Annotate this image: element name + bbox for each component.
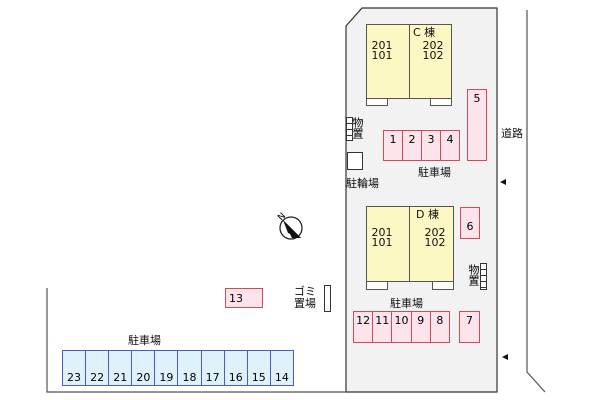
parking-space: 16 (225, 351, 248, 385)
storage-shed (346, 117, 353, 141)
parking-space: 2 (403, 131, 422, 160)
parking-space: 20 (132, 351, 156, 385)
balcony (366, 98, 388, 106)
parking-space: 12 (354, 312, 374, 342)
entrance-arrow-icon (502, 354, 508, 360)
parking-label: 駐車場 (128, 334, 161, 347)
parking-space: 9 (412, 312, 431, 342)
parking-space: 11 (373, 312, 393, 342)
boundary-line (46, 288, 346, 393)
road-label: 道路 (501, 127, 523, 140)
parking-space: 19 (155, 351, 179, 385)
parking-space: 22 (86, 351, 110, 385)
compass-label: N (276, 211, 288, 223)
parking-space: 14 (274, 371, 289, 384)
garbage-area (324, 285, 331, 312)
parking-space-7: 7 (459, 311, 480, 343)
parking-label: 駐車場 (418, 166, 451, 179)
building-c-name: C 棟 (413, 26, 436, 39)
storage-shed (480, 263, 487, 290)
parking-space: 10 (392, 312, 412, 342)
parking-space: 8 (436, 314, 444, 327)
parking-space: 21 (109, 351, 133, 385)
bicycle-parking (347, 152, 363, 170)
balcony (430, 98, 452, 106)
parking-space-13: 13 (225, 288, 263, 308)
unit-divider (409, 206, 410, 282)
parking-space: 18 (178, 351, 202, 385)
parking-space: 23 (63, 351, 87, 385)
compass-icon (279, 216, 303, 240)
garbage-label: ゴミ置場 (294, 285, 316, 310)
storage-label: 物置 (467, 264, 480, 286)
parking-space: 15 (248, 351, 271, 385)
parking-label: 駐車場 (390, 297, 423, 310)
balcony (366, 281, 388, 290)
unit-divider (409, 24, 410, 99)
road-edge (526, 10, 546, 393)
parking-group-d: 12 11 10 9 8 (353, 311, 450, 343)
storage-label: 物置 (351, 117, 364, 139)
parking-space: 17 (202, 351, 225, 385)
parking-space-5: 5 (467, 89, 487, 161)
parking-space: 1 (384, 131, 403, 160)
parking-group-c: 1 2 3 4 (383, 130, 460, 161)
balcony (432, 281, 454, 290)
building-d (366, 206, 454, 282)
building-d-name: D 棟 (416, 208, 439, 221)
entrance-arrow-icon (500, 179, 506, 185)
bicycle-parking-label: 駐輪場 (346, 177, 379, 190)
parking-space: 4 (446, 133, 454, 146)
parking-space: 3 (422, 131, 441, 160)
parking-space-6: 6 (460, 207, 480, 239)
parking-group-blue: 23 22 21 20 19 18 17 16 15 14 (62, 350, 294, 386)
